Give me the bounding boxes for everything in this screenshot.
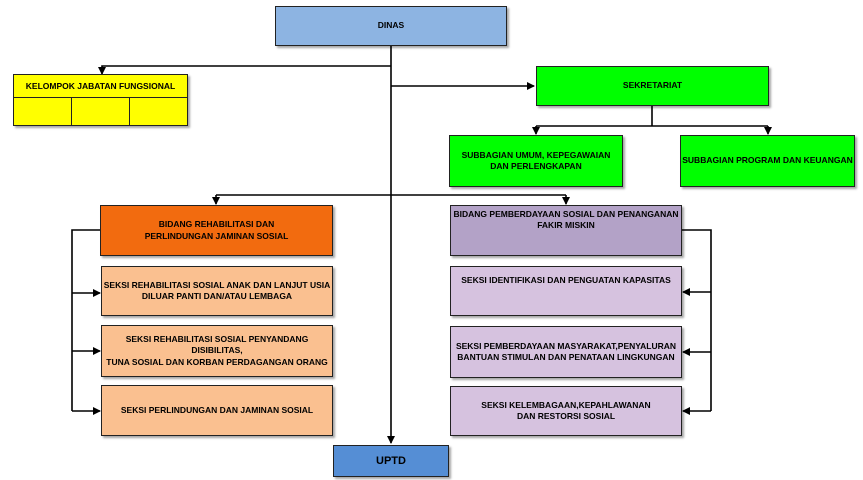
node-seksi-pemberdayaan-masyarakat: SEKSI PEMBERDAYAAN MASYARAKAT,PENYALURAN… [450,326,682,378]
node-subbagian-program: SUBBAGIAN PROGRAM DAN KEUANGAN [680,135,855,187]
node-seksi-rehab-disabilitas: SEKSI REHABILITASI SOSIAL PENYANDANG DIS… [101,325,333,377]
node-subbagian-program-label: SUBBAGIAN PROGRAM DAN KEUANGAN [682,155,853,166]
node-subbagian-umum-label: SUBBAGIAN UMUM, KEPEGAWAIAN DAN PERLENGK… [461,149,611,171]
node-seksi-kelembagaan-label: SEKSI KELEMBAGAAN,KEPAHLAWANAN DAN RESTO… [481,399,651,421]
node-subbagian-umum: SUBBAGIAN UMUM, KEPEGAWAIAN DAN PERLENGK… [449,135,623,187]
node-bidang-pemberdayaan: BIDANG PEMBERDAYAAN SOSIAL DAN PENANGANA… [450,205,682,256]
node-bidang-rehabilitasi-label: BIDANG REHABILITASI DAN PERLINDUNGAN JAM… [144,219,289,241]
fungsional-cell [130,98,187,126]
node-seksi-pemberdayaan-masyarakat-label: SEKSI PEMBERDAYAAN MASYARAKAT,PENYALURAN… [455,340,677,362]
node-seksi-perlindungan-label: SEKSI PERLINDUNGAN DAN JAMINAN SOSIAL [120,404,314,415]
fungsional-cell [14,98,72,126]
node-uptd-label: UPTD [376,454,406,467]
node-dinas-label: DINAS [377,20,405,31]
node-bidang-rehabilitasi: BIDANG REHABILITASI DAN PERLINDUNGAN JAM… [100,205,333,256]
node-bidang-pemberdayaan-label: BIDANG PEMBERDAYAAN SOSIAL DAN PENANGANA… [453,209,679,231]
node-fungsional-label: KELOMPOK JABATAN FUNGSIONAL [14,75,187,98]
node-uptd: UPTD [333,445,449,477]
node-seksi-identifikasi-label: SEKSI IDENTIFIKASI DAN PENGUATAN KAPASIT… [461,275,671,285]
fungsional-cell [72,98,130,126]
node-kelompok-jabatan-fungsional: KELOMPOK JABATAN FUNGSIONAL [13,74,188,126]
node-seksi-perlindungan: SEKSI PERLINDUNGAN DAN JAMINAN SOSIAL [101,385,333,436]
node-sekretariat-label: SEKRETARIAT [622,80,683,91]
node-seksi-rehab-disabilitas-label: SEKSI REHABILITASI SOSIAL PENYANDANG DIS… [106,333,328,367]
node-seksi-rehab-anak-label: SEKSI REHABILITASI SOSIAL ANAK DAN LANJU… [103,279,331,301]
node-seksi-rehab-anak: SEKSI REHABILITASI SOSIAL ANAK DAN LANJU… [101,266,333,316]
node-dinas: DINAS [275,6,507,46]
node-seksi-kelembagaan: SEKSI KELEMBAGAAN,KEPAHLAWANAN DAN RESTO… [450,386,682,436]
node-seksi-identifikasi: SEKSI IDENTIFIKASI DAN PENGUATAN KAPASIT… [450,266,682,316]
node-sekretariat: SEKRETARIAT [536,66,769,106]
